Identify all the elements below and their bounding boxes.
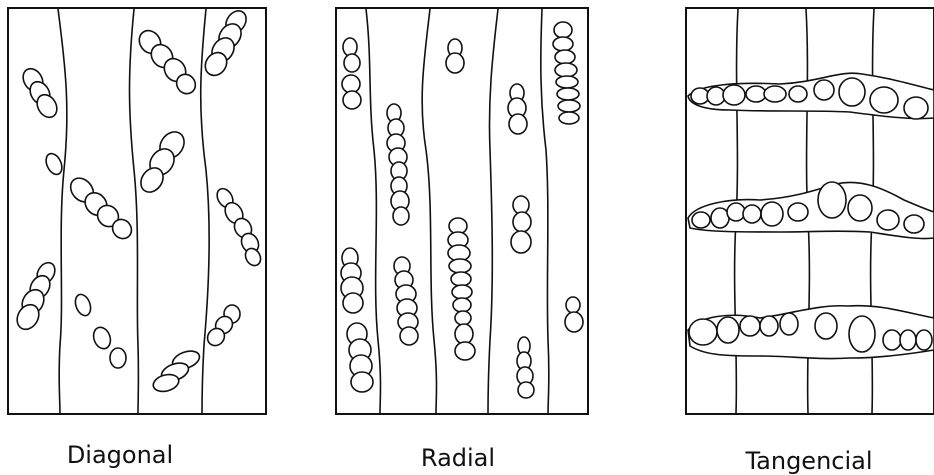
panel-radial-vessel-groups bbox=[340, 21, 584, 399]
panel-radial bbox=[335, 7, 589, 415]
label-tangential: Tangencial bbox=[744, 447, 872, 475]
panel-diagonal-vessel-groups bbox=[16, 10, 262, 393]
panel-tangential bbox=[685, 7, 934, 415]
panel-diagonal-grain-lines bbox=[57, 8, 210, 414]
label-diagonal: Diagonal bbox=[67, 441, 173, 469]
label-radial: Radial bbox=[421, 444, 495, 472]
panel-diagonal bbox=[7, 7, 267, 415]
panel-tangential-vessel-bands bbox=[687, 72, 934, 360]
panel-radial-grain-lines bbox=[365, 8, 550, 414]
